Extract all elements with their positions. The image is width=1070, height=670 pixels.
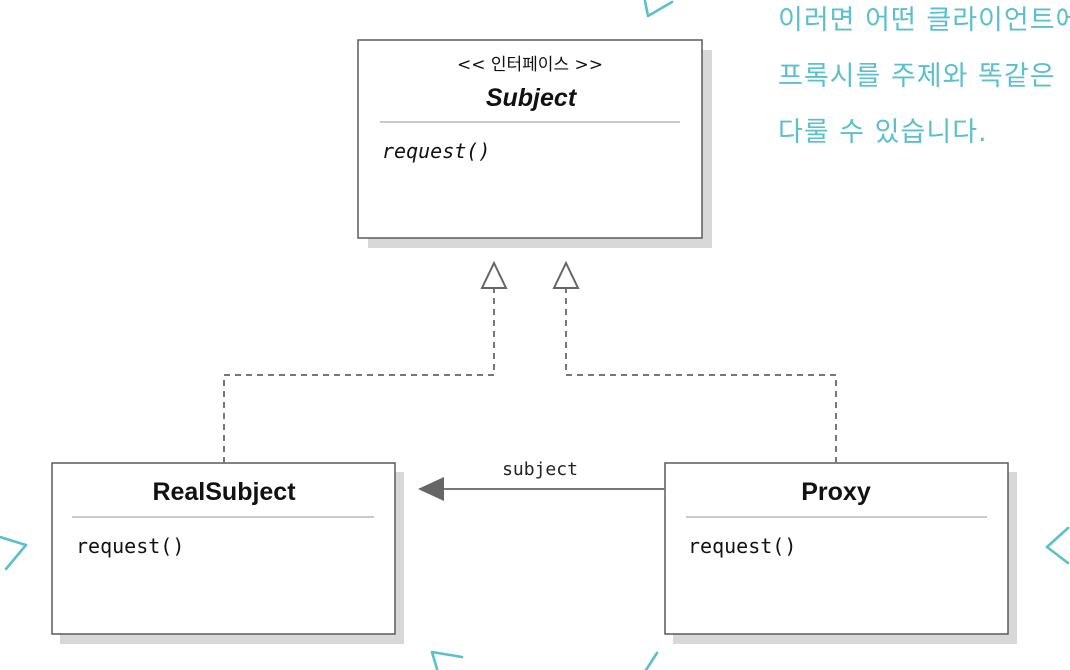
proxy-class-box: Proxy request() — [664, 462, 1017, 644]
realsubject-box-frame — [51, 462, 396, 635]
realsubject-method: request() — [76, 534, 184, 558]
realsubject-class-name: RealSubject — [152, 478, 296, 506]
subject-stereotype: << 인터페이스 >> — [457, 55, 603, 75]
realsubject-hollow-arrowhead — [480, 260, 508, 289]
subject-interface-box: << 인터페이스 >> Subject request() — [357, 39, 712, 248]
realsubject-dashed-connector — [223, 288, 495, 463]
proxy-dashed-connector — [565, 288, 837, 463]
handdrawn-arrow-left-icon — [0, 535, 28, 571]
proxy-box-frame — [664, 462, 1009, 635]
subject-association-arrow: subject — [418, 459, 665, 501]
realsubject-class-box: RealSubject request() — [51, 462, 404, 644]
annotation-line-3: 다룰 수 있습니다. — [778, 117, 988, 148]
association-label: subject — [502, 459, 578, 480]
proxy-class-name: Proxy — [801, 478, 871, 506]
subject-class-name: Subject — [486, 84, 578, 112]
handdrawn-arrow-bottom-right-icon — [644, 651, 659, 670]
annotation-line-1: 이러면 어떤 클라이언트에 — [778, 5, 1070, 36]
proxy-method: request() — [688, 534, 796, 558]
realsubject-implements-arrow — [223, 260, 508, 463]
handdrawn-arrow-bottom-left-icon — [430, 650, 464, 670]
association-filled-arrowhead — [418, 477, 444, 501]
subject-method: request() — [382, 139, 490, 163]
proxy-implements-arrow — [552, 260, 837, 463]
proxy-hollow-arrowhead — [552, 260, 580, 289]
annotation-line-2: 프록시를 주제와 똑같은 — [778, 61, 1056, 92]
handdrawn-arrow-top-icon — [643, 0, 674, 18]
subject-box-frame — [357, 39, 703, 239]
handdrawn-arrow-right-icon — [1045, 526, 1070, 565]
